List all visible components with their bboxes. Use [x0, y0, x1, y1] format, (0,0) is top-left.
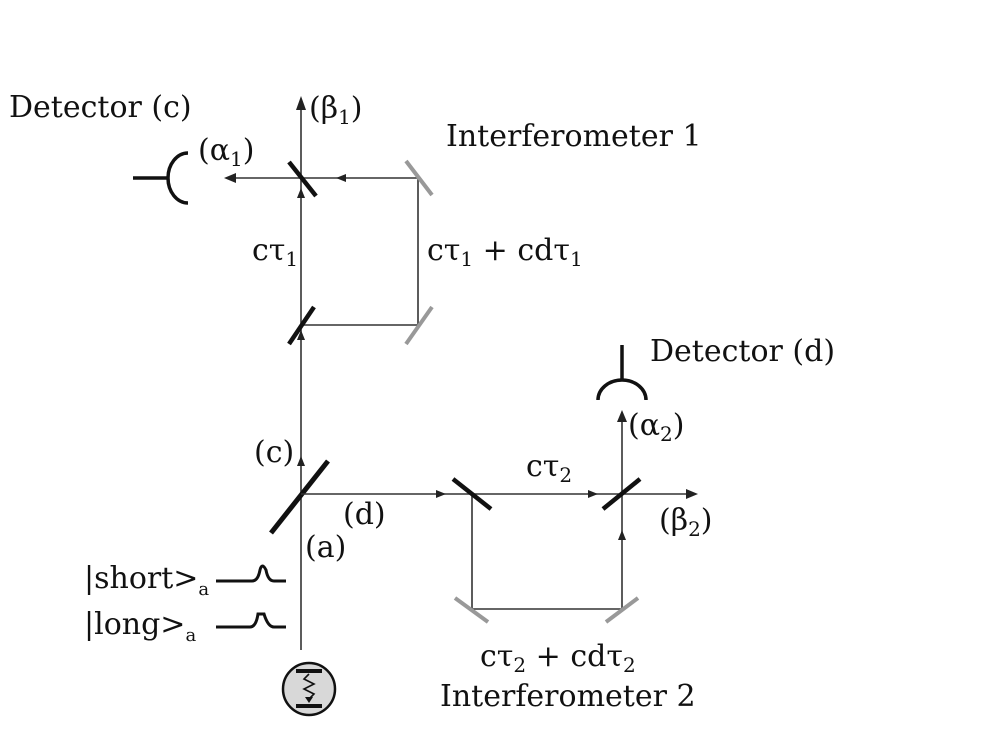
arrow-int1-top [336, 174, 346, 182]
beamsplitter-int1-output [287, 160, 318, 198]
arrow-alpha1 [224, 173, 236, 183]
path-a-label: (a) [305, 530, 346, 565]
beta2-label: (β2) [659, 503, 713, 541]
arrow-int2-top [588, 490, 598, 498]
pulse-short-icon [216, 564, 286, 583]
arrow-beta1-up [296, 96, 306, 110]
ctau2-short-arm-label: cτ2 [526, 449, 572, 487]
arrow-int2-right [618, 530, 626, 540]
detector-d-icon [596, 378, 648, 401]
photon-source-icon [281, 661, 337, 717]
detector-c-icon [166, 151, 189, 205]
beamsplitter-int1-input [287, 305, 316, 346]
arrow-beam-short-arm1 [297, 188, 305, 198]
beamsplitter-int2-input [451, 477, 493, 511]
arrow-beam-bs1 [297, 330, 305, 340]
ket-short-label: |short>a [84, 561, 209, 600]
alpha1-label: (α1) [198, 133, 254, 171]
ctau1-long-arm-label: cτ1 + cdτ1 [427, 233, 583, 271]
pulse-long-icon [216, 612, 286, 629]
ket-long-label: |long>a [84, 607, 196, 646]
beta1-label: (β1) [309, 91, 363, 129]
beamsplitter-source [269, 459, 330, 535]
interferometer-2-label: Interferometer 2 [440, 679, 696, 714]
detector-c-label: Detector (c) [9, 90, 192, 125]
detector-d-label: Detector (d) [650, 334, 835, 369]
arrow-beam-c [297, 456, 305, 466]
path-c-label: (c) [254, 435, 294, 470]
arrow-alpha2 [617, 410, 627, 422]
path-d-label: (d) [343, 497, 386, 532]
interferometer-1-label: Interferometer 1 [446, 119, 702, 154]
mirror-int1-bottom-right [404, 305, 434, 346]
beamsplitter-int2-output [601, 477, 642, 511]
mirror-int1-top-right [404, 159, 434, 197]
ctau2-long-arm-label: cτ2 + cdτ2 [480, 639, 636, 677]
arrow-beam-d [436, 490, 446, 498]
mirror-int2-bottom-right [604, 596, 640, 624]
ctau1-short-arm-label: cτ1 [252, 233, 298, 271]
mirror-int2-bottom-left [453, 596, 490, 624]
alpha2-label: (α2) [628, 408, 684, 446]
arrow-beta2 [686, 489, 698, 499]
